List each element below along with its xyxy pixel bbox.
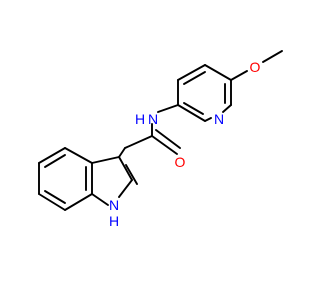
indole-nitrogen-label: N [109, 197, 119, 213]
bond [91, 193, 109, 206]
molecule-structure: N H O N O N H [38, 50, 283, 229]
carbonyl-oxygen-label: O [175, 154, 186, 170]
methoxy-oxygen-label: O [250, 59, 261, 75]
bond [222, 104, 232, 113]
bond [177, 104, 206, 122]
bond [64, 193, 93, 211]
bond [44, 154, 66, 168]
bond [118, 147, 126, 158]
bond [157, 104, 179, 113]
bond [262, 50, 283, 63]
bond [183, 102, 204, 115]
amide-nitrogen-label: N [148, 111, 158, 127]
bond [177, 64, 206, 81]
bond [204, 64, 232, 81]
bond [125, 164, 138, 185]
bond [230, 70, 248, 81]
bond [118, 156, 133, 181]
bond [204, 117, 212, 122]
bond [155, 129, 181, 149]
bond [91, 156, 120, 164]
pyridine-nitrogen-label: N [214, 111, 224, 127]
bond [44, 190, 66, 204]
amide-hydrogen-label: H [135, 111, 145, 127]
bond [183, 71, 206, 85]
bond [64, 147, 93, 164]
bond [38, 147, 66, 164]
bond [38, 193, 66, 211]
indole-hydrogen-label: H [109, 213, 119, 229]
bond [118, 179, 133, 198]
bonds [38, 50, 283, 211]
bond [124, 135, 153, 149]
bond [151, 135, 178, 155]
atom-labels: N H O N O N H [109, 59, 261, 229]
